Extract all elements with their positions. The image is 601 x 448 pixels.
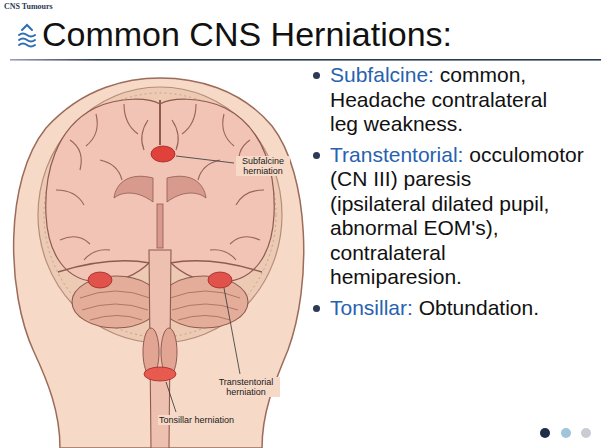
bullet-dot [313, 72, 320, 79]
ventricles-part [114, 176, 153, 202]
tonsils-part [144, 367, 176, 381]
slide-dots [540, 428, 591, 438]
slide-dots-part [561, 428, 571, 438]
title-icon-part [19, 39, 35, 42]
cerebellum-part-part [80, 291, 150, 298]
title-icon-part [19, 34, 35, 37]
ventricles-part [167, 176, 206, 202]
callout-label: Subfalcine herniation [236, 156, 290, 176]
header-tag: CNS Tumours [4, 2, 53, 12]
callout-label: Transtentorial herniation [212, 377, 280, 397]
gyri-part [70, 140, 81, 170]
title-icon-part [19, 44, 35, 47]
gyri-part-part [210, 250, 236, 260]
ventricles [114, 176, 206, 248]
slide-title: Common CNS Herniations: [42, 14, 452, 54]
bullet-heading: Tonsillar: [330, 296, 413, 319]
ventricles-part [157, 204, 163, 248]
gyri-part-part [230, 237, 260, 244]
gyri-part [124, 104, 138, 134]
bullet-heading: Transtentorial: [330, 143, 463, 166]
gyri-part [86, 114, 97, 146]
callout-label: Tonsillar herniation [158, 415, 235, 425]
gyri-part [142, 120, 148, 150]
gyri-part-part [223, 114, 234, 146]
cerebellum-part-part [170, 291, 240, 298]
bullet-item: Tonsillar: Obtundation. [330, 296, 558, 321]
gyri-part [84, 250, 110, 260]
leader-lines-part [176, 156, 234, 163]
cerebellum-part-part [90, 316, 142, 321]
subfalcine-herniation [151, 146, 175, 162]
head-illustration [14, 78, 304, 448]
gyri-part [60, 237, 90, 244]
title-rule [10, 59, 601, 61]
transtentorial-herniation [88, 272, 112, 288]
bullet-dot [313, 305, 320, 312]
title-icon [19, 25, 35, 47]
bullet-list: Subfalcine:common, Headache contralatera… [330, 63, 558, 320]
gyri-part [56, 190, 84, 205]
falx [159, 100, 161, 145]
bullet-item: Subfalcine:common, Headache contralatera… [330, 63, 558, 137]
cerebellum-part [160, 276, 248, 328]
gyri-part-part [182, 104, 196, 134]
transtentorial-herniation [208, 272, 232, 288]
bullet-text: Obtundation. [419, 296, 539, 319]
leader-lines [166, 156, 240, 412]
title-icon-part [22, 25, 32, 30]
gyri-part-part [198, 160, 220, 180]
bullet-item: Transtentorial:occulomotor (CN III) pare… [330, 143, 558, 290]
cerebellum-part-part [82, 304, 148, 310]
leader-lines-part [224, 288, 240, 374]
bullet-dot [313, 152, 320, 159]
leader-lines-part [166, 382, 176, 412]
gyri-part-part [236, 190, 264, 205]
tonsils [143, 328, 177, 381]
cerebellum-part-part [178, 316, 230, 321]
gyri-part [100, 160, 122, 180]
slide-dots-part [581, 428, 591, 438]
cerebellum-part [72, 276, 160, 328]
bullet-heading: Subfalcine: [330, 63, 434, 86]
gyri-part-part [172, 120, 178, 150]
head-outline [14, 78, 304, 448]
slide-dots-part [540, 428, 550, 438]
